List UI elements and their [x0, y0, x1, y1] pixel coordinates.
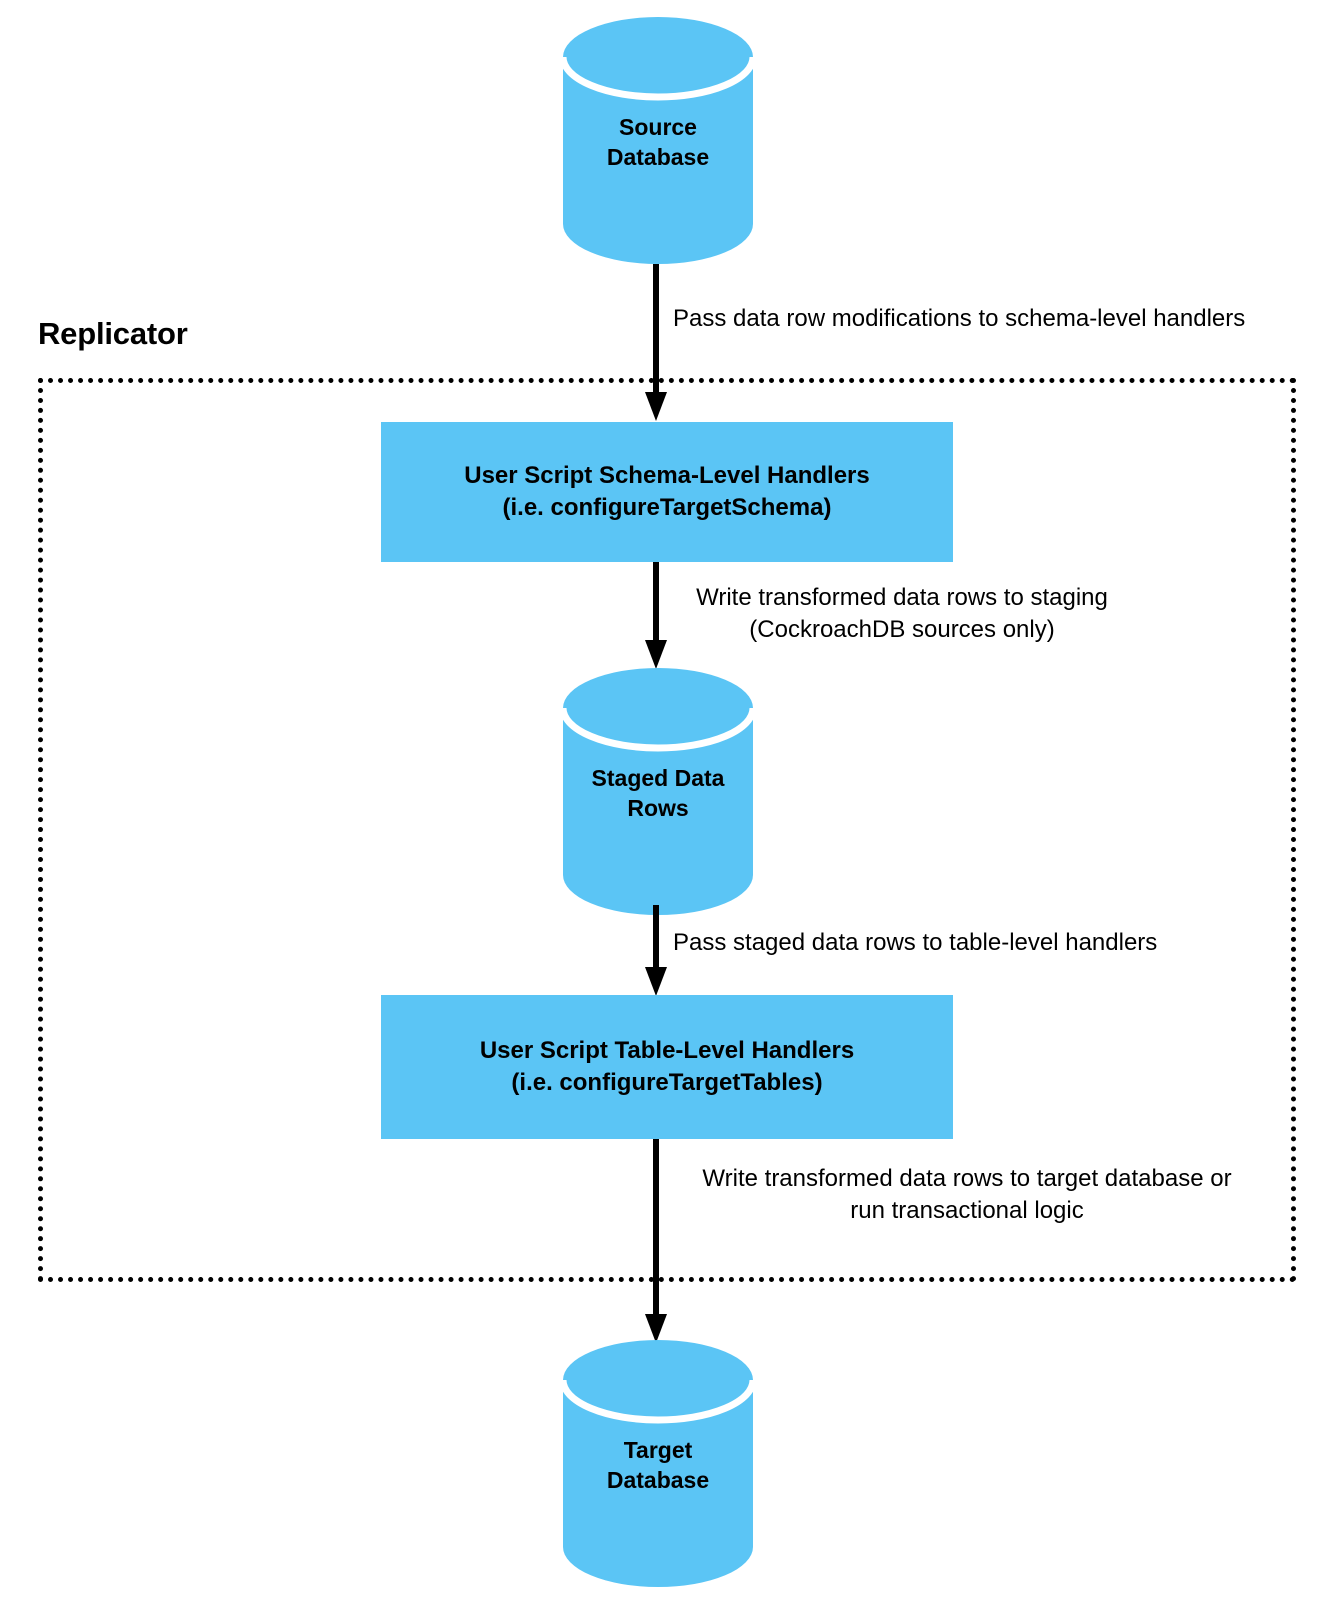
- edge-label-schema-to-staged: Write transformed data rows to staging (…: [696, 584, 1108, 643]
- cylinder-shape-icon: [563, 1340, 753, 1587]
- node-staged-data-rows-label: Staged Data Rows: [591, 765, 725, 822]
- arrow-source-to-schema: [644, 264, 668, 422]
- node-table-level-handlers-label: User Script Table-Level Handlers (i.e. c…: [479, 1037, 855, 1096]
- edge-label-source-to-schema: Pass data row modifications to schema-le…: [673, 305, 1246, 332]
- node-target-database-label: Target Database: [606, 1437, 710, 1494]
- node-table-level-handlers[interactable]: User Script Table-Level Handlers (i.e. c…: [381, 995, 953, 1139]
- edge-label-staged-to-table: Pass staged data rows to table-level han…: [673, 929, 1158, 956]
- replicator-container-label: Replicator: [38, 316, 188, 351]
- node-target-database[interactable]: Target Database: [563, 1340, 753, 1587]
- node-staged-data-rows[interactable]: Staged Data Rows: [563, 668, 753, 915]
- arrow-schema-to-staged: [644, 562, 668, 670]
- arrow-table-to-target: [644, 1139, 668, 1344]
- edge-label-table-to-target: Write transformed data rows to target da…: [702, 1165, 1232, 1224]
- node-schema-level-handlers[interactable]: User Script Schema-Level Handlers (i.e. …: [381, 422, 953, 562]
- arrow-staged-to-table: [644, 905, 668, 997]
- cylinder-shape-icon: [563, 668, 753, 915]
- replicator-container-boundary: [38, 378, 1296, 1282]
- cylinder-shape-icon: [563, 17, 753, 264]
- node-source-database-label: Source Database: [606, 114, 710, 171]
- node-source-database[interactable]: Source Database: [563, 17, 753, 264]
- node-schema-level-handlers-label: User Script Schema-Level Handlers (i.e. …: [464, 462, 870, 521]
